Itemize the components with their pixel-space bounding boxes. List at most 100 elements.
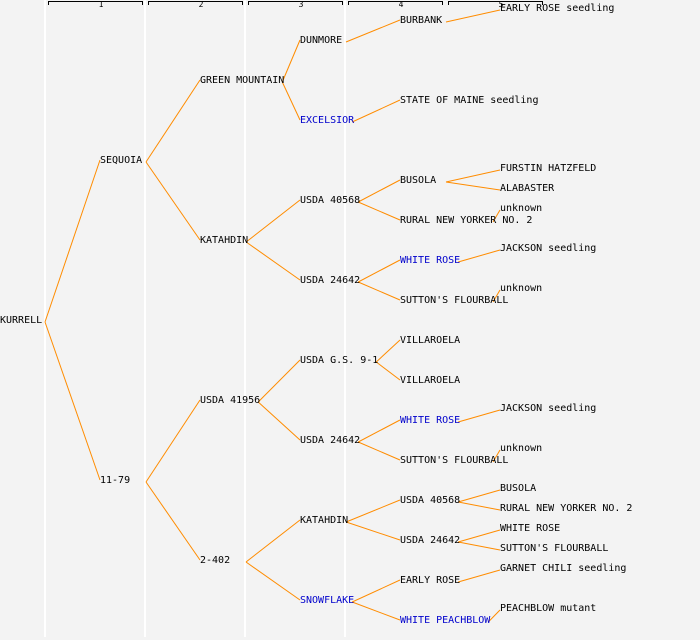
- pedigree-node: KATAHDIN: [300, 515, 349, 526]
- pedigree-edge: [357, 259, 401, 283]
- pedigree-edge: [345, 19, 401, 43]
- pedigree-edge: [351, 99, 401, 123]
- pedigree-node: PEACHBLOW mutant: [500, 603, 597, 614]
- pedigree-edge: [445, 181, 501, 191]
- pedigree-node: USDA 24642: [300, 275, 361, 286]
- pedigree-node: JACKSON seedling: [500, 403, 597, 414]
- generation-label-4: 4: [398, 0, 404, 9]
- pedigree-node[interactable]: WHITE PEACHBLOW: [400, 615, 491, 626]
- pedigree-edge: [445, 9, 501, 23]
- generation-label-5: 5: [498, 0, 504, 9]
- pedigree-edge: [487, 609, 501, 623]
- pedigree-edge: [357, 179, 401, 203]
- pedigree-edge: [245, 561, 301, 601]
- pedigree-node: USDA 24642: [400, 535, 461, 546]
- pedigree-edge: [492, 209, 501, 223]
- pedigree-edge: [458, 569, 501, 583]
- pedigree-node: BUSOLA: [500, 483, 537, 494]
- pedigree-node: EARLY ROSE seedling: [500, 3, 615, 14]
- pedigree-node: USDA G.S. 9-1: [300, 355, 379, 366]
- generation-label-3: 3: [298, 0, 304, 9]
- pedigree-edge: [257, 401, 301, 441]
- pedigree-edge: [281, 81, 301, 121]
- pedigree-node[interactable]: WHITE ROSE: [400, 255, 461, 266]
- pedigree-node[interactable]: WHITE ROSE: [400, 415, 461, 426]
- pedigree-edge: [375, 361, 401, 381]
- pedigree-node: STATE OF MAINE seedling: [400, 95, 539, 106]
- pedigree-edge: [245, 241, 301, 281]
- pedigree-edge: [358, 281, 401, 301]
- pedigree-edge: [145, 79, 201, 163]
- column-divider: [344, 0, 346, 637]
- pedigree-edge: [257, 359, 301, 403]
- pedigree-node[interactable]: EXCELSIOR: [300, 115, 355, 126]
- generation-label-2: 2: [198, 0, 204, 9]
- generation-bracket-5: [448, 1, 543, 5]
- generation-bracket-1: [48, 1, 143, 5]
- pedigree-edge: [458, 249, 501, 263]
- pedigree-node: SUTTON'S FLOURBALL: [400, 455, 509, 466]
- pedigree-edge: [458, 489, 501, 503]
- pedigree-node: KATAHDIN: [200, 235, 249, 246]
- pedigree-node: RURAL NEW YORKER NO. 2: [500, 503, 633, 514]
- pedigree-node: KURRELL: [0, 315, 43, 326]
- pedigree-edge: [358, 201, 401, 221]
- pedigree-edge: [375, 339, 401, 363]
- pedigree-node: BUSOLA: [400, 175, 437, 186]
- pedigree-node: JACKSON seedling: [500, 243, 597, 254]
- pedigree-edge: [445, 169, 501, 183]
- pedigree-node: BURBANK: [400, 15, 443, 26]
- pedigree-node: EARLY ROSE: [400, 575, 461, 586]
- pedigree-node: SUTTON'S FLOURBALL: [400, 295, 509, 306]
- pedigree-node: USDA 41956: [200, 395, 261, 406]
- pedigree-edge: [245, 199, 301, 243]
- generation-label-1: 1: [98, 0, 104, 9]
- pedigree-edge: [352, 601, 401, 621]
- pedigree-node: USDA 40568: [300, 195, 361, 206]
- pedigree-node: WHITE ROSE: [500, 523, 561, 534]
- pedigree-node: 2-402: [200, 555, 231, 566]
- pedigree-node: RURAL NEW YORKER NO. 2: [400, 215, 533, 226]
- pedigree-node: SUTTON'S FLOURBALL: [500, 543, 609, 554]
- pedigree-node: unknown: [500, 203, 543, 214]
- pedigree-edge: [346, 521, 401, 541]
- pedigree-edge: [358, 441, 401, 461]
- pedigree-node: SEQUOIA: [100, 155, 143, 166]
- pedigree-node: DUNMORE: [300, 35, 343, 46]
- pedigree-node: VILLAROELA: [400, 335, 461, 346]
- pedigree-node: GARNET CHILI seedling: [500, 563, 627, 574]
- generation-bracket-3: [248, 1, 343, 5]
- pedigree-node[interactable]: SNOWFLAKE: [300, 595, 355, 606]
- pedigree-edge: [145, 481, 201, 561]
- pedigree-node: unknown: [500, 443, 543, 454]
- pedigree-edge: [345, 499, 401, 523]
- pedigree-edge: [458, 541, 501, 551]
- pedigree-edge: [145, 399, 201, 483]
- pedigree-node: FURSTIN HATZFELD: [500, 163, 597, 174]
- pedigree-edge: [281, 39, 301, 83]
- column-divider: [44, 0, 46, 637]
- pedigree-edge: [492, 449, 501, 463]
- pedigree-edge: [458, 409, 501, 423]
- pedigree-edge: [492, 289, 501, 303]
- column-divider: [144, 0, 146, 637]
- pedigree-node: GREEN MOUNTAIN: [200, 75, 285, 86]
- pedigree-node: unknown: [500, 283, 543, 294]
- pedigree-edge: [357, 419, 401, 443]
- column-divider: [244, 0, 246, 637]
- pedigree-edge: [245, 519, 301, 563]
- pedigree-node: 11-79: [100, 475, 131, 486]
- pedigree-node: USDA 40568: [400, 495, 461, 506]
- pedigree-edge: [44, 321, 101, 481]
- pedigree-node: USDA 24642: [300, 435, 361, 446]
- pedigree-edge: [458, 529, 501, 543]
- pedigree-node: ALABASTER: [500, 183, 555, 194]
- pedigree-edge: [44, 159, 101, 323]
- pedigree-edge: [145, 161, 201, 241]
- pedigree-node: VILLAROELA: [400, 375, 461, 386]
- pedigree-edge: [351, 579, 401, 603]
- pedigree-edge: [458, 501, 501, 511]
- generation-bracket-4: [348, 1, 443, 5]
